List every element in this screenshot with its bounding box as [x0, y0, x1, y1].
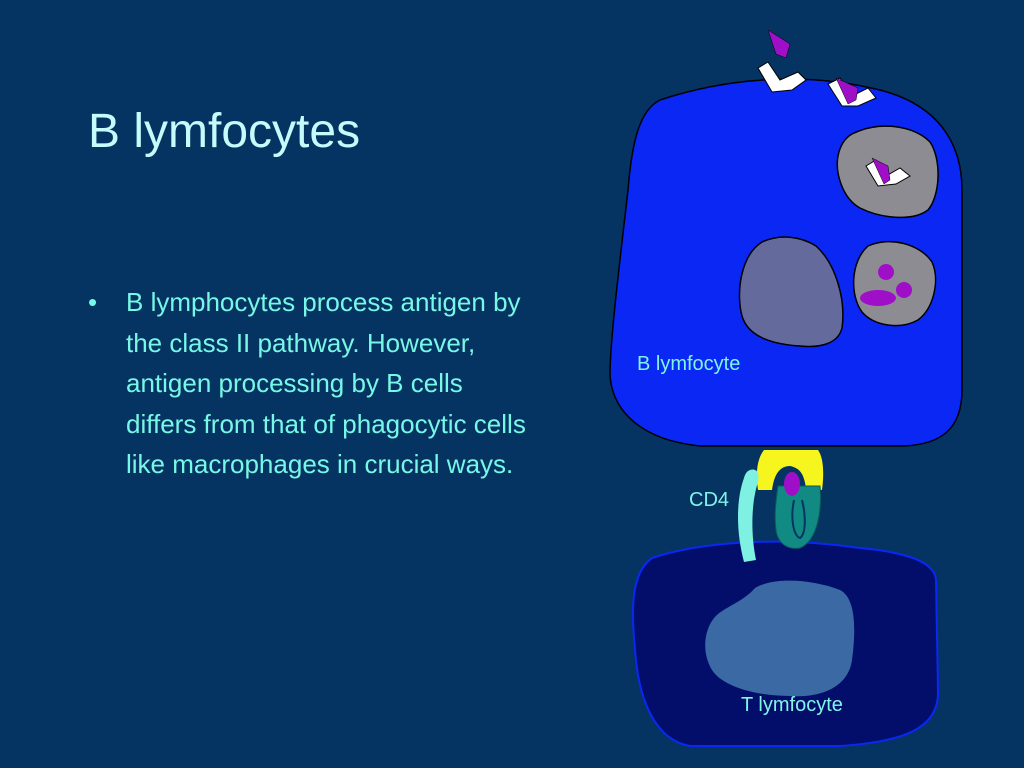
cd4-coreceptor [738, 469, 759, 562]
bullet-text: B lymphocytes process antigen by the cla… [126, 287, 526, 479]
slide-title: B lymfocytes [88, 105, 361, 158]
antigen-fragment [878, 264, 894, 280]
b-lymphocyte-label: B lymfocyte [637, 353, 740, 375]
b-lymphocyte-nucleus [738, 236, 844, 348]
bullet-list: • B lymphocytes process antigen by the c… [88, 282, 538, 485]
endosome-vesicle-lower [852, 240, 937, 327]
bullet-item: • B lymphocytes process antigen by the c… [88, 282, 538, 485]
antigen-fragment [860, 290, 896, 306]
t-cell-receptor-groove [791, 499, 806, 540]
b-cell-receptor [757, 61, 807, 93]
antigen-fragment [896, 282, 912, 298]
antigen [835, 77, 859, 105]
presented-peptide [784, 472, 800, 496]
antigen [871, 157, 891, 185]
cd4-label: CD4 [689, 489, 729, 511]
antigen [767, 29, 791, 59]
t-cell-receptor [774, 485, 821, 549]
bullet-marker: • [88, 287, 98, 317]
t-lymphocyte-label: T lymfocyte [741, 694, 843, 716]
t-lymphocyte-nucleus [705, 580, 855, 697]
mhc-class-ii-molecule [756, 450, 824, 490]
